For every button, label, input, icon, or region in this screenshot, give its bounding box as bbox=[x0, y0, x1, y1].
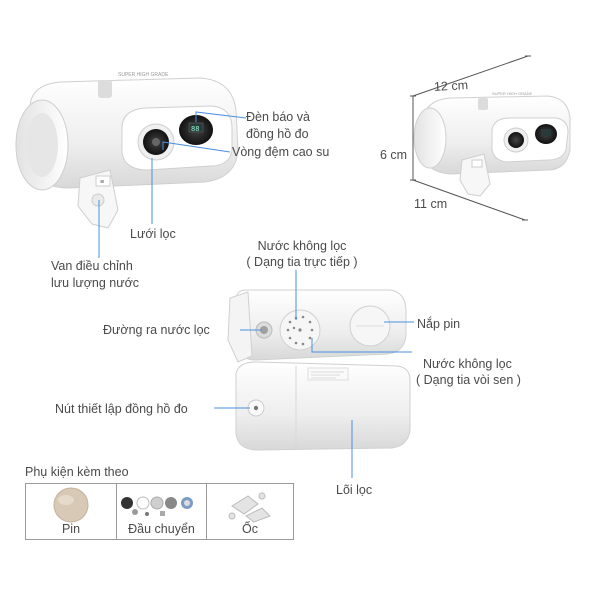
accessory-screws-image bbox=[228, 492, 271, 523]
label-direct-stream: ( Dạng tia trực tiếp ) bbox=[246, 255, 358, 269]
label-filtered-outlet: Đường ra nước lọc bbox=[103, 323, 210, 337]
label-flow-valve-line1: Van điều chỉnh bbox=[51, 259, 133, 273]
label-meter: đồng hồ đo bbox=[246, 127, 309, 141]
label-meter-reset-button: Nút thiết lập đồng hồ đo bbox=[55, 402, 188, 416]
accessories-box: Pin Đầu chuyển Ốc bbox=[25, 483, 294, 540]
accessory-adapters: Đầu chuyển bbox=[117, 484, 206, 539]
svg-text:88: 88 bbox=[191, 126, 199, 134]
accessory-adapters-label: Đầu chuyển bbox=[128, 522, 195, 536]
dimension-lines bbox=[410, 55, 531, 221]
svg-text:≡: ≡ bbox=[100, 179, 104, 186]
label-rubber-ring: Vòng đệm cao su bbox=[232, 145, 330, 159]
accessory-pin-image bbox=[53, 487, 89, 523]
label-flow-valve-line2: lưu lượng nước bbox=[51, 276, 140, 290]
svg-text:SUPER HIGH GRADE: SUPER HIGH GRADE bbox=[118, 72, 169, 78]
label-indicator-light: Đèn báo và bbox=[246, 110, 310, 124]
accessory-screws-label: Ốc bbox=[242, 522, 258, 536]
label-battery-cap: Nắp pin bbox=[417, 317, 461, 331]
accessories-divider bbox=[206, 484, 207, 539]
label-unfiltered-direct: Nước không lọc bbox=[257, 239, 347, 253]
label-shower-stream: ( Dạng tia vòi sen ) bbox=[416, 373, 521, 387]
dimension-height-label: 6 cm bbox=[380, 148, 408, 162]
accessory-battery: Pin bbox=[26, 484, 116, 539]
accessory-battery-label: Pin bbox=[61, 522, 81, 536]
rear-device-illustration bbox=[227, 289, 411, 451]
rear-device-leader-lines bbox=[214, 270, 414, 478]
main-device-illustration: SUPER HIGH GRADE 88 ≡ bbox=[15, 72, 239, 229]
main-device-leader-lines bbox=[98, 111, 247, 258]
dimension-depth-label: 11 cm bbox=[414, 197, 448, 211]
dimension-width-label: 12 cm bbox=[433, 78, 469, 94]
label-filter-mesh: Lưới lọc bbox=[130, 227, 176, 241]
accessories-divider bbox=[116, 484, 117, 539]
accessory-screws: Ốc bbox=[207, 484, 293, 539]
svg-text:SUPER HIGH GRADE: SUPER HIGH GRADE bbox=[492, 91, 533, 96]
label-filter-cartridge: Lõi lọc bbox=[336, 483, 373, 497]
label-unfiltered-shower: Nước không lọc bbox=[423, 357, 512, 371]
accessory-adapters-image bbox=[121, 496, 193, 516]
dimension-device-illustration: SUPER HIGH GRADE bbox=[413, 91, 571, 197]
accessories-title: Phụ kiện kèm theo bbox=[25, 465, 129, 479]
